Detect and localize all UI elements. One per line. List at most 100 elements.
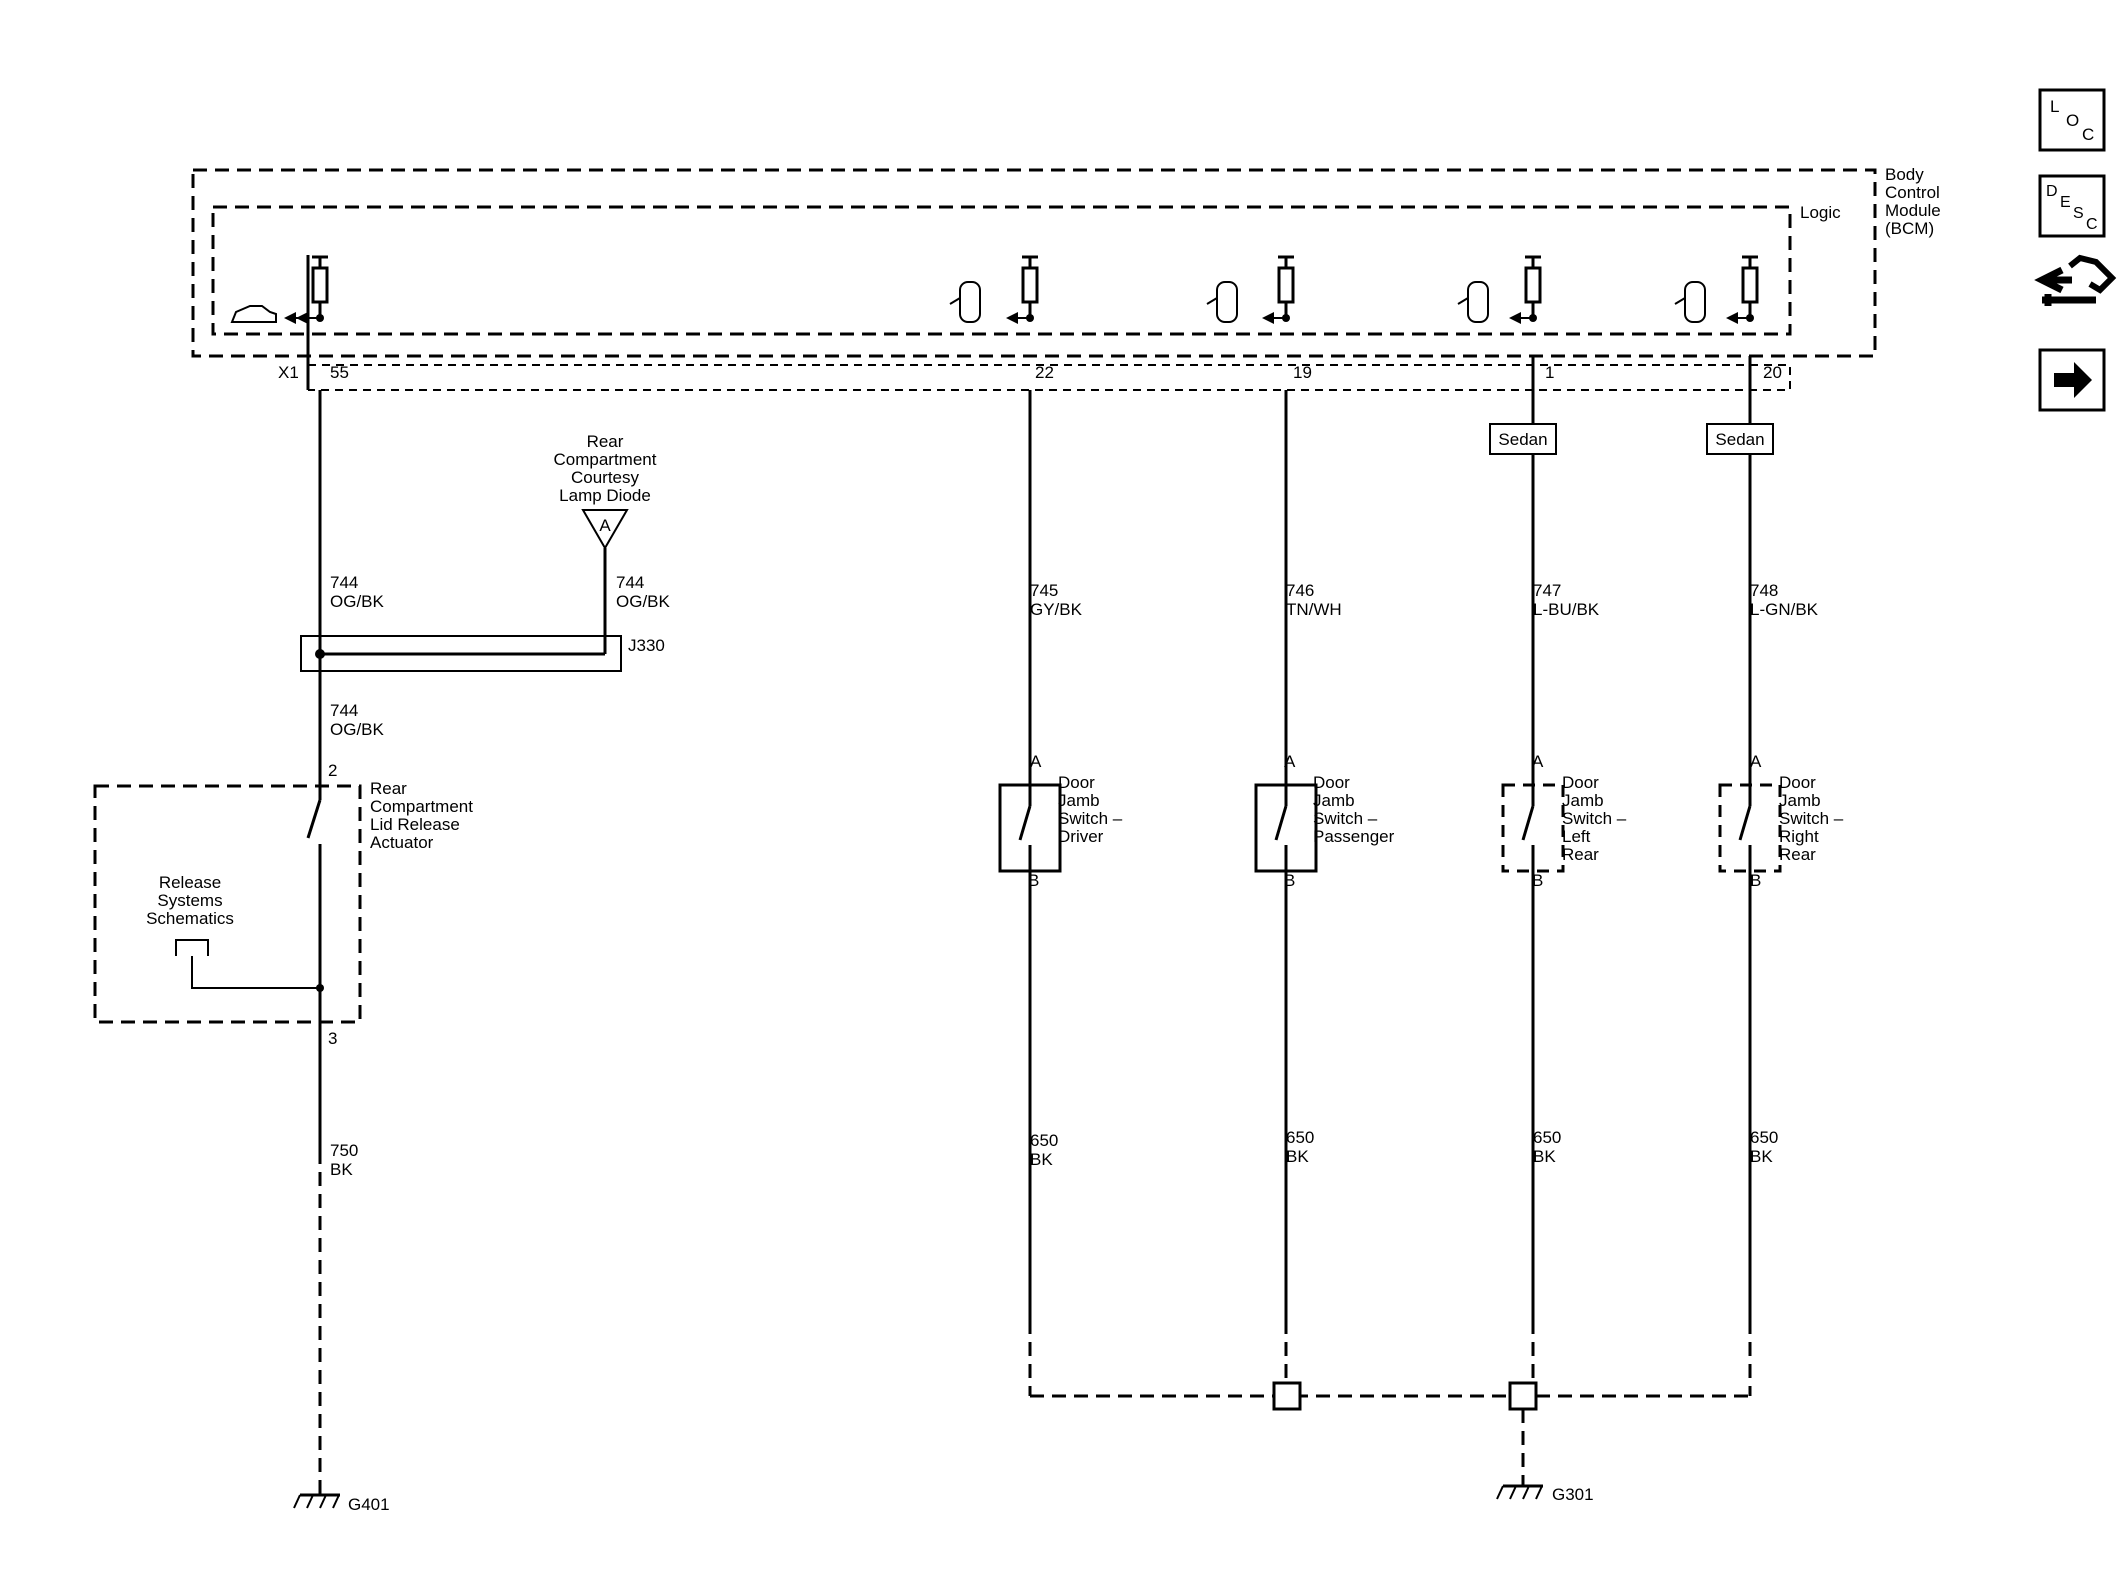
next-arrow-icon[interactable] — [2038, 348, 2106, 412]
location-icon[interactable]: L O C — [2038, 88, 2106, 152]
actuator-name-line: Rear — [370, 779, 407, 798]
actuator-pin-top: 2 — [328, 761, 337, 780]
resistor-body — [1524, 266, 1542, 304]
trunk-car-icon — [230, 305, 277, 323]
switch-label-driver: Door Jamb Switch – Driver A B — [1028, 752, 1123, 890]
switch-pin-b: B — [1284, 871, 1295, 890]
switch-name-line: Switch – — [1562, 809, 1627, 828]
ground-bus — [1030, 1381, 1753, 1486]
ground-splice — [1508, 1381, 1538, 1411]
circuit-color: BK — [330, 1160, 353, 1179]
diode-pin: A — [599, 516, 611, 535]
car-door-open — [1674, 297, 1686, 305]
resistor-body — [1021, 266, 1039, 304]
icon-letter: S — [2073, 205, 2084, 222]
switch-pin-a: A — [1284, 752, 1296, 771]
pin-55: 55 — [330, 363, 349, 382]
ground-g401: G401 — [293, 1493, 390, 1514]
door-switch-columns — [998, 356, 1782, 1396]
circuit-number: 748 — [1750, 581, 1778, 600]
switch-pin-a: A — [1532, 752, 1544, 771]
icon-letter: O — [2066, 111, 2079, 130]
switch-name-line: Switch – — [1779, 809, 1844, 828]
circuit-number: 746 — [1286, 581, 1314, 600]
splice-label: J330 — [628, 636, 665, 655]
switch-name-line: Door — [1058, 773, 1095, 792]
switch-name-line: Rear — [1562, 845, 1599, 864]
connector-label: X1 — [278, 363, 299, 382]
resistor-body — [311, 266, 329, 304]
switch-blade — [1738, 805, 1752, 841]
actuator-pin-bottom: 3 — [328, 1029, 337, 1048]
courtesy-lamp-diode: Rear Compartment Courtesy Lamp Diode A — [554, 432, 657, 654]
diode-name-line: Courtesy — [571, 468, 640, 487]
circuit-number: 650 — [1030, 1131, 1058, 1150]
icon-letter: C — [2086, 216, 2098, 233]
circuit-number: 744 — [330, 573, 358, 592]
switch-label-right-rear: Door Jamb Switch – Right Rear A B — [1750, 752, 1844, 890]
pin-20: 20 — [1763, 363, 1782, 382]
car-door-icon — [1216, 281, 1238, 323]
option-label: Sedan — [1498, 430, 1547, 449]
resistor-body — [1741, 266, 1759, 304]
car-door-icon — [959, 281, 981, 323]
ground-label: G301 — [1552, 1485, 1594, 1504]
switch-name-line: Right — [1779, 827, 1819, 846]
switch-pin-a: A — [1750, 752, 1762, 771]
circuit-color: GY/BK — [1030, 600, 1083, 619]
switch-name-line: Jamb — [1313, 791, 1355, 810]
switch-name-line: Jamb — [1058, 791, 1100, 810]
logic-outline — [211, 205, 1792, 336]
actuator-name-line: Lid Release — [370, 815, 460, 834]
switch-name-line: Door — [1562, 773, 1599, 792]
circuit-number: 650 — [1533, 1128, 1561, 1147]
icon-letter: L — [2050, 97, 2059, 116]
circuit-color: BK — [1533, 1147, 1556, 1166]
circuit-color: OG/BK — [330, 720, 385, 739]
x1-connector-outline — [308, 364, 1791, 391]
circuit-color: OG/BK — [616, 592, 671, 611]
circuit-color: BK — [1030, 1150, 1053, 1169]
bcm-outline — [191, 168, 1877, 358]
icon-letter: C — [2082, 125, 2094, 144]
actuator-name-line: Compartment — [370, 797, 473, 816]
switch-name-line: Jamb — [1562, 791, 1604, 810]
description-icon[interactable]: D E S C — [2038, 174, 2106, 238]
lid-release-actuator: 2 Rear Compartment Lid Release Actuator … — [93, 761, 473, 1048]
connector-repair-icon[interactable] — [2034, 254, 2117, 306]
bcm-name-line: Module — [1885, 201, 1941, 220]
input-arrow-head — [296, 312, 308, 324]
option-label: Sedan — [1715, 430, 1764, 449]
switch-pin-b: B — [1750, 871, 1761, 890]
car-door-icon — [1467, 281, 1489, 323]
circuit-number: 744 — [616, 573, 644, 592]
switch-name-line: Passenger — [1313, 827, 1395, 846]
circuit-color: L-GN/BK — [1750, 600, 1819, 619]
icon-letter: E — [2060, 194, 2071, 211]
circuit-number: 650 — [1286, 1128, 1314, 1147]
splice-j330: J330 — [300, 635, 665, 672]
bcm-label: Body Control Module (BCM) — [1885, 165, 1941, 238]
pin-22: 22 — [1035, 363, 1054, 382]
switch-name-line: Left — [1562, 827, 1591, 846]
diode-name-line: Rear — [587, 432, 624, 451]
ground-g301: G301 — [1496, 1484, 1594, 1504]
logic-label: Logic — [1800, 203, 1841, 222]
sedan-option-2: Sedan — [1706, 423, 1774, 455]
switch-blade — [1018, 805, 1032, 841]
switch-name-line: Rear — [1779, 845, 1816, 864]
input-arrow-head — [1726, 312, 1738, 324]
switch-pin-b: B — [1532, 871, 1543, 890]
circuit-color: OG/BK — [330, 592, 385, 611]
diode-name-line: Compartment — [554, 450, 657, 469]
door-car-icons — [949, 281, 1706, 323]
pin-1: 1 — [1545, 363, 1554, 382]
circuit-number: 744 — [330, 701, 358, 720]
circuit-color: L-BU/BK — [1533, 600, 1600, 619]
input-arrow-head — [1262, 312, 1274, 324]
switch-name-line: Door — [1779, 773, 1816, 792]
actuator-name-line: Actuator — [370, 833, 434, 852]
circuit-color: BK — [1286, 1147, 1309, 1166]
switch-name-line: Switch – — [1313, 809, 1378, 828]
